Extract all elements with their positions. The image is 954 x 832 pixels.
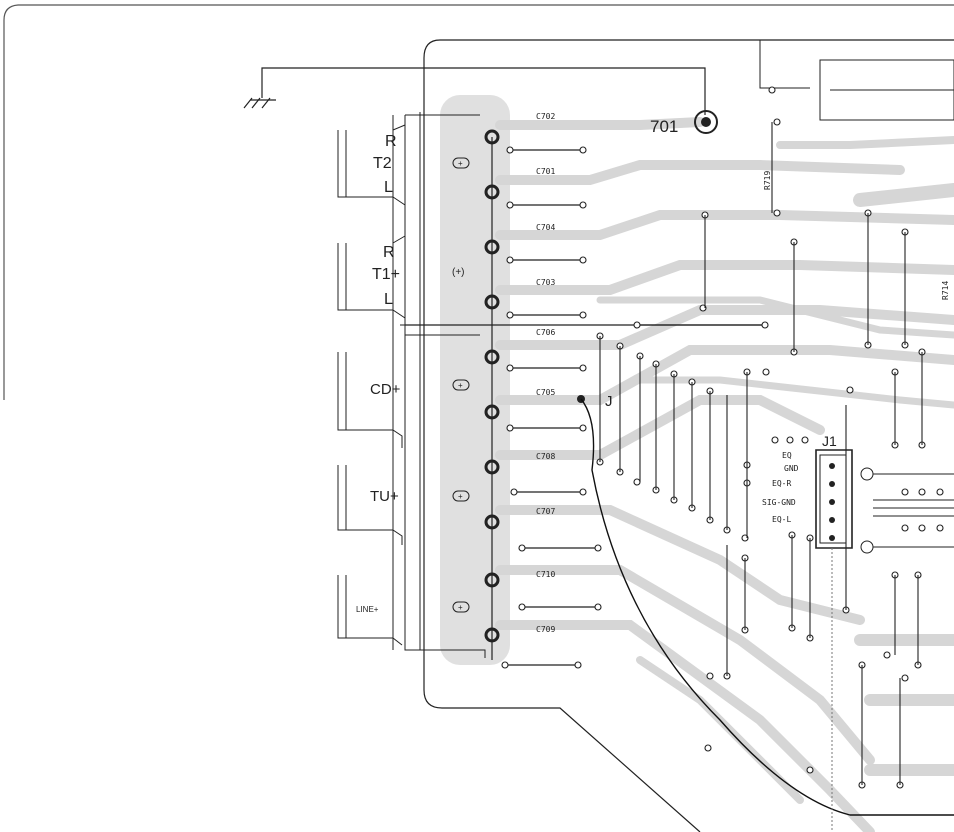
cap-c706: C706 [536,328,555,337]
polarity-cd: + [458,381,463,390]
pin-eq: EQ [782,451,792,460]
edge-label: R714 [941,281,950,300]
polarity-line: + [458,603,463,612]
component-leads [599,122,923,785]
signal-pads [405,129,765,666]
mount-hole-label: 701 [650,117,678,136]
polarity-markers: + (+) + + + [452,157,470,613]
jumper-wire [580,398,954,816]
jack-t2-bottom: L [384,179,393,196]
polarity-tu: + [458,492,463,501]
board-notch [759,40,954,121]
cap-c708: C708 [536,452,555,461]
polarity-t2: + [458,159,463,168]
capacitor-labels: C702 C701 C704 C703 C706 C705 C708 C707 … [536,112,555,634]
cap-c701: C701 [536,167,555,176]
cap-c703: C703 [536,278,555,287]
jack-t2-label: T2 [373,155,392,172]
pin-eq-r: EQ-R [772,479,791,488]
jack-line-label: LINE+ [356,605,379,614]
cap-c707: C707 [536,507,555,516]
jack-t1-bottom: L [384,291,393,308]
ground-symbol [243,67,706,115]
cap-c702: C702 [536,112,555,121]
jack-tu-label: TU+ [370,488,399,505]
mount-hole-center [701,117,711,127]
polarity-t1: (+) [452,267,465,278]
jack-t1-label: T1+ [372,266,400,283]
connector-j1: J1 [815,433,954,832]
pin-eq-l: EQ-L [772,515,791,524]
cap-c704: C704 [536,223,555,232]
jack-t1: R T1+ L [372,244,400,308]
pin-sig-gnd: SIG-GND [762,498,796,507]
cap-c709: C709 [536,625,555,634]
jack-t1-top: R [383,244,395,261]
cap-c705: C705 [536,388,555,397]
jack-cd-label: CD+ [370,381,401,398]
cap-c710: C710 [536,570,555,579]
pin-gnd: GND [784,464,799,473]
connector-label: J1 [822,433,837,449]
board-outline [423,39,954,832]
jumper-label: J [605,393,613,410]
jack-t2: R T2 L [373,133,397,196]
mount-hole [694,110,718,134]
connector-pin-labels: EQ GND EQ-R SIG-GND EQ-L [762,451,799,524]
jack-t2-top: R [385,133,397,150]
outer-frame [3,4,954,400]
resistor-label: R719 [763,171,772,190]
